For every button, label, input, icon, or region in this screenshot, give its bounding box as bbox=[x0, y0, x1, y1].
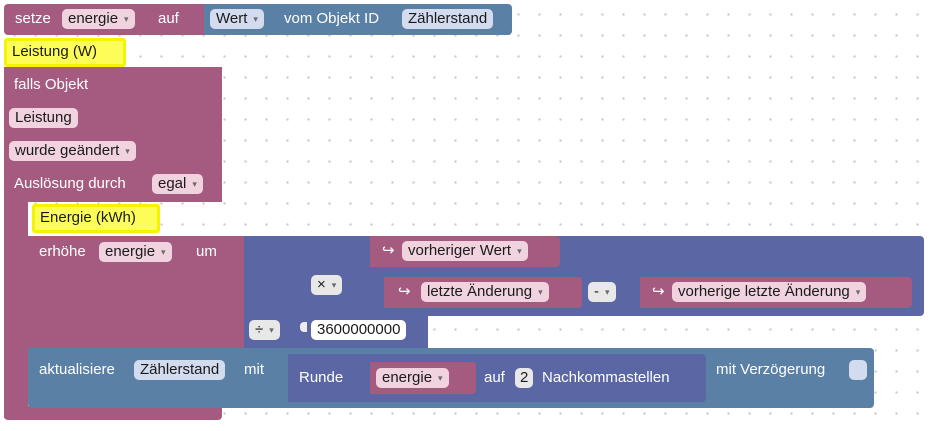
trigger-rail bbox=[4, 200, 28, 418]
chevron-down-icon: ▾ bbox=[438, 373, 443, 383]
increase-variable-dropdown[interactable]: energie ▾ bbox=[99, 242, 172, 262]
chevron-down-icon: ▾ bbox=[517, 246, 522, 256]
trigger-condition-dropdown[interactable]: wurde geändert ▾ bbox=[9, 141, 136, 161]
object-id-field[interactable]: Zählerstand bbox=[402, 9, 494, 29]
get-object-value-block[interactable]: Wert ▾ vom Objekt ID Zählerstand bbox=[204, 4, 512, 35]
round-label: Runde bbox=[299, 369, 344, 386]
chevron-down-icon: ▾ bbox=[331, 280, 337, 290]
previous-last-change-dropdown[interactable]: vorherige letzte Änderung ▾ bbox=[672, 282, 867, 302]
divisor-field[interactable]: 3600000000 bbox=[311, 320, 407, 340]
round-block[interactable]: Runde auf 2 Nachkommastellen bbox=[288, 354, 706, 402]
trigger-by-dropdown[interactable]: egal ▾ bbox=[152, 174, 203, 194]
trigger-by-label: Auslösung durch bbox=[14, 175, 126, 192]
decimals-field[interactable]: 2 bbox=[515, 368, 534, 388]
trigger-object-id[interactable]: Leistung bbox=[9, 108, 78, 128]
set-variable-block[interactable]: setze energie ▾ auf bbox=[4, 4, 204, 35]
trigger-title: falls Objekt bbox=[14, 76, 89, 93]
last-change-block[interactable]: ↪ letzte Änderung ▾ bbox=[384, 277, 582, 308]
previous-value-block[interactable]: ↪ vorheriger Wert ▾ bbox=[370, 236, 560, 267]
value-field-dropdown[interactable]: Wert ▾ bbox=[210, 9, 264, 29]
chevron-down-icon: ▾ bbox=[605, 287, 610, 297]
update-with-label: mit bbox=[244, 361, 264, 378]
multiply-operator-dropdown[interactable]: ×▾ bbox=[311, 275, 343, 295]
variable-dropdown[interactable]: energie ▾ bbox=[62, 9, 135, 29]
comment-energy[interactable]: Energie (kWh) bbox=[32, 204, 160, 233]
chevron-down-icon: ▾ bbox=[124, 14, 129, 24]
increase-label: erhöhe bbox=[39, 243, 86, 260]
chevron-down-icon: ▾ bbox=[125, 146, 130, 156]
increase-variable: energie bbox=[105, 243, 156, 260]
divide-input-notch bbox=[300, 322, 307, 332]
minus-operator-dropdown[interactable]: -▾ bbox=[588, 282, 616, 302]
trigger-by-value: egal bbox=[158, 175, 187, 192]
trigger-condition: wurde geändert bbox=[15, 142, 120, 159]
variable-value: energie bbox=[68, 10, 119, 27]
minus-operator: - bbox=[594, 283, 599, 300]
trigger-block[interactable]: falls Objekt Leistung wurde geändert ▾ Au… bbox=[4, 67, 222, 202]
previous-value-dropdown[interactable]: vorheriger Wert ▾ bbox=[402, 241, 528, 261]
previous-last-change-block[interactable]: ↪ vorherige letzte Änderung ▾ bbox=[640, 277, 912, 308]
last-change-dropdown[interactable]: letzte Änderung ▾ bbox=[421, 282, 549, 302]
previous-last-change: vorherige letzte Änderung bbox=[678, 283, 850, 300]
chevron-down-icon: ▾ bbox=[192, 179, 197, 189]
decimals-label: Nachkommastellen bbox=[542, 369, 670, 386]
last-change: letzte Änderung bbox=[427, 283, 533, 300]
chevron-down-icon: ▾ bbox=[269, 325, 274, 335]
update-label: aktualisiere bbox=[39, 361, 115, 378]
increase-block[interactable]: erhöhe energie ▾ um bbox=[28, 236, 244, 348]
chevron-down-icon: ▾ bbox=[161, 247, 166, 257]
set-label: setze bbox=[15, 10, 51, 27]
by-label: um bbox=[196, 243, 217, 260]
round-to-label: auf bbox=[484, 369, 505, 386]
chevron-down-icon: ▾ bbox=[855, 287, 861, 297]
previous-value: vorheriger Wert bbox=[408, 242, 512, 259]
chevron-down-icon: ▾ bbox=[538, 287, 543, 297]
delay-checkbox[interactable] bbox=[849, 360, 867, 380]
object-label: vom Objekt ID bbox=[284, 10, 380, 27]
update-object-id[interactable]: Zählerstand bbox=[134, 360, 226, 380]
round-variable-dropdown[interactable]: energie ▾ bbox=[376, 368, 449, 388]
divide-operator-dropdown[interactable]: ÷▾ bbox=[249, 320, 280, 340]
multiply-operator: × bbox=[317, 276, 326, 293]
trigger-arrow-icon: ↪ bbox=[382, 242, 395, 259]
on-label: auf bbox=[158, 10, 179, 27]
trigger-arrow-icon: ↪ bbox=[652, 283, 665, 300]
divide-operator: ÷ bbox=[255, 321, 264, 338]
comment-trigger[interactable]: Leistung (W) bbox=[4, 38, 126, 67]
trigger-arrow-icon: ↪ bbox=[398, 283, 411, 300]
delay-label: mit Verzögerung bbox=[716, 361, 826, 378]
chevron-down-icon: ▾ bbox=[253, 14, 258, 24]
trigger-bottom bbox=[4, 406, 222, 420]
round-variable: energie bbox=[382, 369, 433, 386]
round-variable-block[interactable]: energie ▾ bbox=[370, 362, 476, 394]
value-field: Wert bbox=[216, 10, 248, 27]
